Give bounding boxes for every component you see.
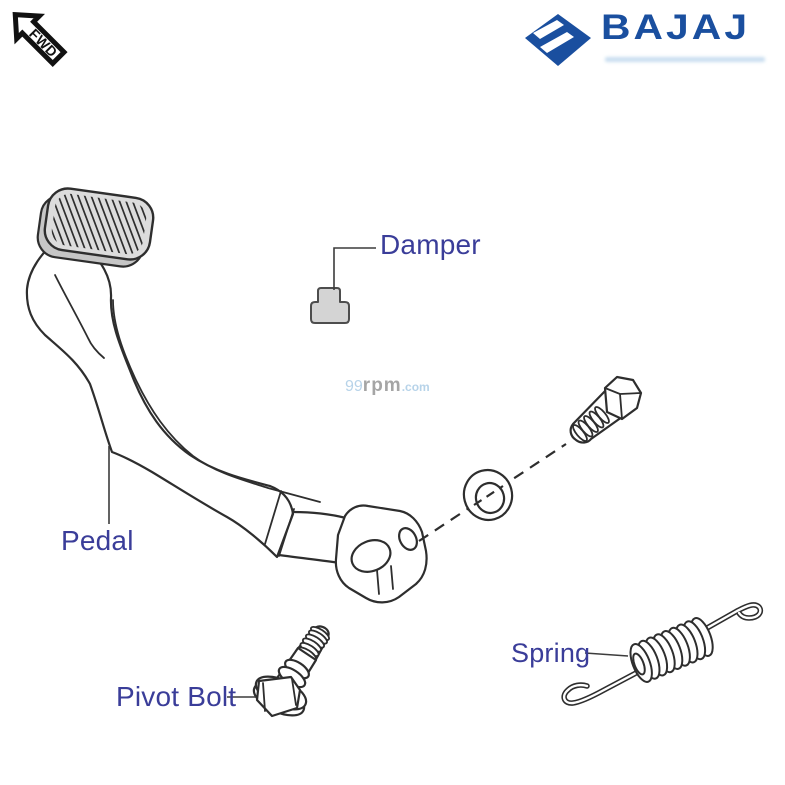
watermark: 99rpm.com	[345, 375, 430, 397]
pedal-arm-rib	[112, 299, 321, 503]
pivot-bolt-hex-facets	[262, 678, 297, 712]
arm-joint-line	[264, 490, 295, 557]
bajaj-symbol-cut-1	[533, 20, 564, 39]
assembly-axis-through-washer	[473, 485, 504, 506]
pedal-pad-top	[43, 187, 155, 261]
pedal-label: Pedal	[61, 525, 134, 556]
watermark-99: 99	[345, 378, 363, 395]
bajaj-flying-b-icon	[525, 14, 591, 66]
damper-part	[310, 287, 350, 324]
spring-right-hook-highlight	[698, 603, 762, 634]
bajaj-wordmark: BAJAJ	[601, 8, 751, 47]
damper-leader-line	[333, 247, 376, 290]
pivot-bolt-part	[252, 625, 330, 718]
pedal-pad	[36, 187, 155, 268]
pivot-boss-bolt-hole	[398, 527, 418, 551]
bajaj-symbol-cut-2	[540, 32, 574, 53]
bolt-hex-head	[603, 375, 643, 421]
pivot-bolt-hex-head	[255, 675, 302, 718]
bolt-hex-facets	[604, 387, 642, 420]
pivot-boss-slot	[376, 565, 394, 595]
fwd-direction-badge: FWD	[12, 12, 68, 67]
bolt-threads	[572, 406, 610, 442]
pedal-pad-hatch	[49, 191, 149, 257]
spring-left-hook-highlight	[562, 671, 638, 705]
washer-inner	[474, 481, 506, 515]
fwd-arrow-icon	[12, 12, 68, 67]
assembly-axis-dashed-line	[418, 443, 567, 542]
spring-front-opening	[632, 652, 646, 676]
spring-leader-line	[584, 652, 629, 657]
pivot-bolt-label: Pivot Bolt	[116, 681, 237, 712]
watermark-rpm: rpm	[362, 375, 402, 396]
pedal-arm-fold	[54, 274, 105, 359]
damper-label: Damper	[380, 229, 481, 260]
pedal-arm	[25, 236, 295, 559]
watermark-com: .com	[401, 380, 430, 394]
spring-label: Spring	[511, 638, 591, 668]
spring-part	[561, 602, 764, 706]
bajaj-tagline-blur	[605, 57, 765, 62]
spring-coils	[629, 617, 714, 683]
